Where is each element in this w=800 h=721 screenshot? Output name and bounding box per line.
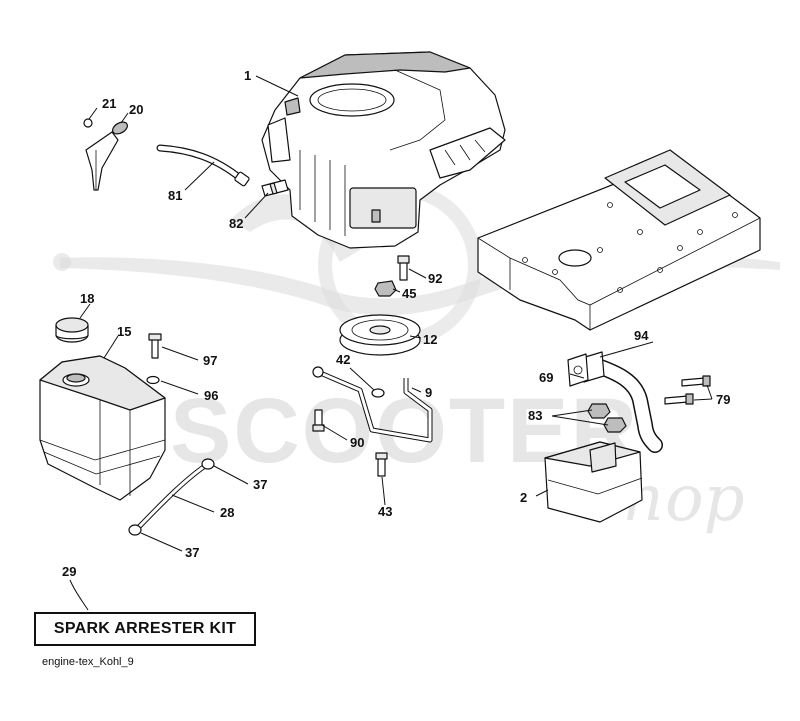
pulley-bolt-drawing bbox=[375, 452, 388, 477]
callout-hose-clamp-lower: 37 bbox=[185, 545, 199, 560]
callout-dipstick-screw: 21 bbox=[102, 96, 116, 111]
spark-arrester-kit-label: SPARK ARRESTER KIT bbox=[53, 620, 237, 637]
spark-arrester-kit-box: SPARK ARRESTER KIT bbox=[34, 612, 256, 646]
callout-fuel-line: 28 bbox=[220, 505, 234, 520]
nut-drawing bbox=[374, 280, 397, 297]
engine-drawing bbox=[261, 51, 506, 249]
hose-clamp-lower-drawing bbox=[128, 524, 142, 536]
breather-hose-drawing bbox=[156, 144, 250, 187]
callout-muffler-nuts: 83 bbox=[528, 408, 542, 423]
callout-exhaust-screw: 79 bbox=[716, 392, 730, 407]
callout-washer-42: 42 bbox=[336, 352, 350, 367]
exhaust-pipe-drawing bbox=[581, 351, 663, 453]
engine-bolt-drawing bbox=[397, 255, 410, 281]
dipstick-tube-drawing bbox=[312, 366, 433, 443]
gasket-drawing bbox=[567, 353, 589, 387]
muffler-nuts-drawing bbox=[587, 403, 627, 433]
callout-fuel-cap: 18 bbox=[80, 291, 94, 306]
engine-mount-plate-drawing bbox=[477, 149, 761, 331]
callout-nut: 45 bbox=[402, 286, 416, 301]
callout-engine: 1 bbox=[244, 68, 251, 83]
callouts: 1 2 9 12 15 18 20 21 28 29 37 37 42 43 4… bbox=[62, 68, 730, 579]
callout-pulley-bolt: 43 bbox=[378, 504, 392, 519]
hose-clamp-upper-drawing bbox=[201, 458, 215, 470]
callout-washer-96: 96 bbox=[204, 388, 218, 403]
callout-dipstick: 20 bbox=[129, 102, 143, 117]
callout-pulley: 12 bbox=[423, 332, 437, 347]
fuel-line-drawing bbox=[135, 463, 208, 531]
callout-breather-hose: 81 bbox=[168, 188, 182, 203]
dipstick-drawing bbox=[83, 118, 128, 191]
fuel-tank-drawing bbox=[39, 355, 166, 501]
bracket-bolt-drawing bbox=[312, 409, 325, 432]
muffler-drawing bbox=[544, 441, 643, 523]
callout-fuel-tank: 15 bbox=[117, 324, 131, 339]
fuel-cap-drawing bbox=[55, 317, 89, 343]
tank-screw-drawing bbox=[148, 333, 162, 359]
callout-tank-screw: 97 bbox=[203, 353, 217, 368]
callout-spark-arrester-kit: 29 bbox=[62, 564, 76, 579]
callout-exhaust-pipe: 94 bbox=[634, 328, 649, 343]
callout-bracket-bolt: 90 bbox=[350, 435, 364, 450]
callout-engine-bolt: 92 bbox=[428, 271, 442, 286]
callout-hose-clamp-upper: 37 bbox=[253, 477, 267, 492]
callout-dipstick-tube: 9 bbox=[425, 385, 432, 400]
callout-hose-fitting: 82 bbox=[229, 216, 243, 231]
washer-96-drawing bbox=[146, 375, 160, 385]
leader-lines bbox=[69, 75, 713, 611]
washer-42-drawing bbox=[371, 388, 385, 398]
figure-id: engine-tex_Kohl_9 bbox=[42, 656, 134, 668]
pulley-drawing bbox=[339, 314, 421, 356]
hose-fitting-drawing bbox=[261, 179, 289, 197]
exhaust-screw-drawing bbox=[664, 375, 711, 405]
callout-muffler: 2 bbox=[520, 490, 527, 505]
callout-gasket: 69 bbox=[539, 370, 553, 385]
